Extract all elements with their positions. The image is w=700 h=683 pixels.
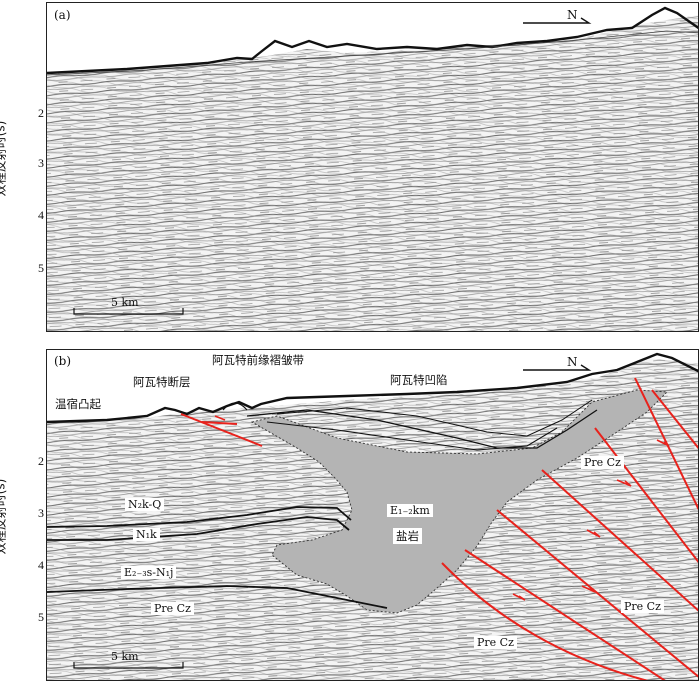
north-label-b: N (567, 355, 578, 369)
label-precz-right-mid: Pre Cz (621, 600, 664, 613)
label-e23s-n1j: E₂₋₃s-N₁j (121, 566, 177, 579)
label-precz-right-top: Pre Cz (581, 456, 624, 469)
tick-b-4: 4 (38, 558, 44, 572)
horizon-n1k-base (47, 516, 350, 541)
seismic-section-b (47, 352, 698, 680)
label-awat-sag: 阿瓦特凹陷 (390, 373, 448, 387)
salt-body (250, 389, 669, 614)
fault-lines (180, 377, 698, 680)
topography-line-b (47, 352, 698, 424)
seismic-panel-a: (a) N 5 km (46, 2, 699, 332)
tick-b-5: 5 (38, 610, 44, 624)
scale-label-a: 5 km (111, 296, 139, 309)
scale-label-b: 5 km (111, 650, 139, 663)
label-salt: 盐岩 (393, 528, 422, 544)
tick-b-3: 3 (38, 506, 44, 520)
tick-b-2: 2 (38, 454, 44, 468)
y-axis-label-b: 双程反射时(s) (0, 478, 8, 555)
arrow-icon (523, 364, 592, 371)
label-wensu-uplift: 温宿凸起 (55, 397, 101, 411)
tick-a-3: 3 (38, 156, 44, 170)
horizon-n1k-top (47, 506, 352, 528)
label-n1k: N₁k (133, 528, 160, 541)
label-precz-left: Pre Cz (151, 602, 194, 615)
horizon-e23s (47, 585, 388, 609)
tick-a-2: 2 (38, 106, 44, 120)
panel-a-tag: (a) (54, 8, 71, 22)
y-axis-label-a: 双程反射时(s) (0, 120, 8, 197)
seismic-panel-b: (b) N 温宿凸起 阿瓦特断层 阿瓦特前缘褶皱带 阿瓦特凹陷 N₂k-Q N₁… (46, 349, 699, 681)
label-awat-fault: 阿瓦特断层 (133, 375, 191, 389)
tick-a-4: 4 (38, 208, 44, 222)
tick-a-5: 5 (38, 261, 44, 275)
north-arrow-b: N (523, 355, 603, 378)
label-e12-km: E₁₋₂km (387, 504, 433, 517)
topography-line-a (47, 6, 698, 75)
seismic-section-a (47, 6, 698, 331)
arrow-icon (523, 17, 592, 24)
label-precz-bottom: Pre Cz (474, 636, 517, 649)
north-arrow-a: N (523, 8, 603, 31)
label-n2k-q: N₂k-Q (125, 498, 165, 511)
north-label-a: N (567, 8, 578, 22)
label-awat-fold-belt: 阿瓦特前缘褶皱带 (212, 353, 304, 367)
panel-b-tag: (b) (54, 354, 72, 368)
